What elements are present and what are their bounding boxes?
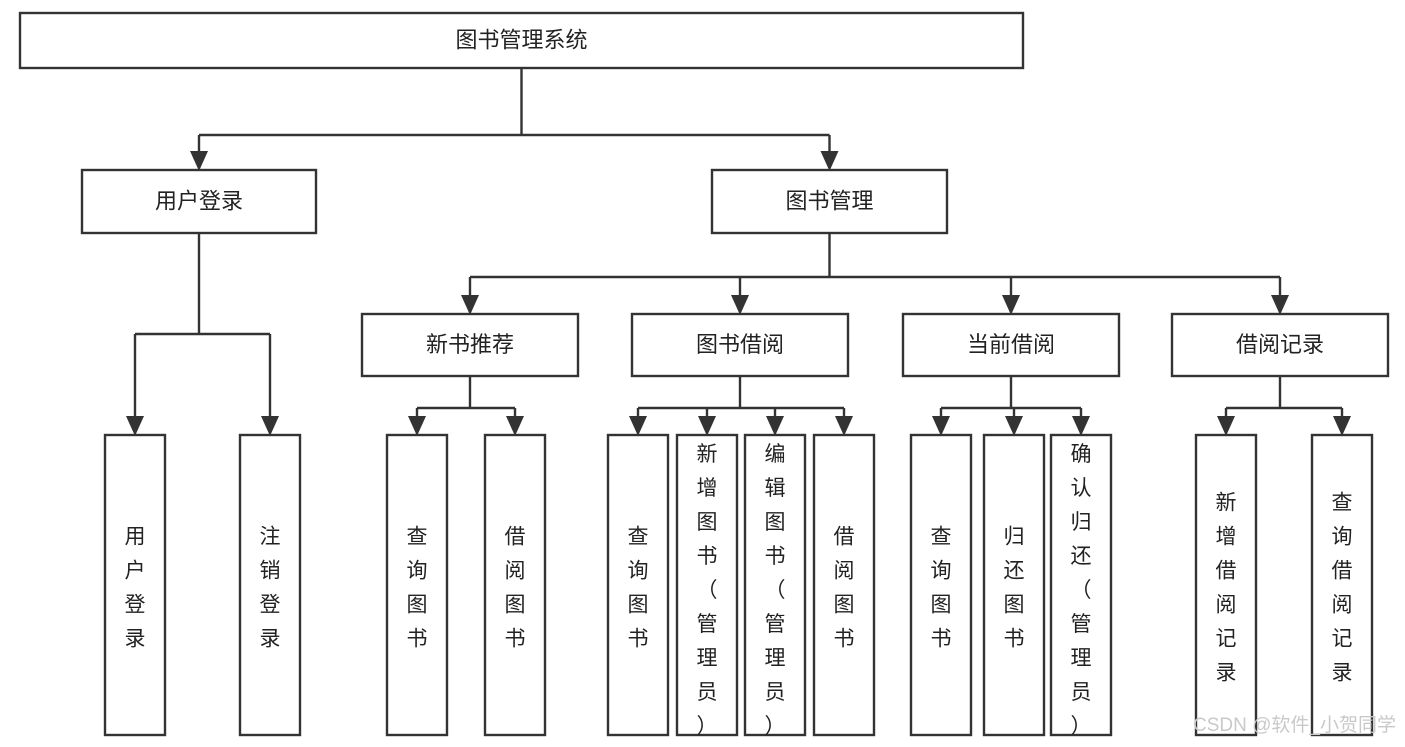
node-leaf-edit-book-box[interactable] [743,433,807,737]
node-current-borrow-box[interactable] [901,312,1121,378]
node-leaf-query-record-box[interactable] [1310,433,1374,737]
node-leaf-confirm-return-label: 确认归还（管理员） [1071,443,1092,738]
node-leaf-return-book-box[interactable] [982,433,1046,737]
arrow-head-icon [1005,416,1023,436]
node-leaf-borrow-book-1-box[interactable] [483,433,547,737]
node-leaf-borrow-book-1[interactable]: 借阅图书 [483,433,547,737]
node-leaf-add-record-box[interactable] [1194,433,1258,737]
arrow-head-icon [408,416,426,436]
node-leaf-query-book-3[interactable]: 查询图书 [909,433,973,737]
node-new-book-rec-box[interactable] [360,312,580,378]
node-leaf-edit-book-label: 编辑图书（管理员） [765,443,786,738]
node-leaf-add-book[interactable]: 新增图书（管理员） [675,433,739,738]
node-leaf-query-book-2-label: 查询图书 [628,526,649,651]
node-borrow-record-label: 借阅记录 [1236,332,1324,357]
node-leaf-confirm-return[interactable]: 确认归还（管理员） [1049,433,1113,738]
node-new-book-rec[interactable]: 新书推荐 [360,312,580,378]
arrow-head-icon [698,416,716,436]
node-new-book-rec-label: 新书推荐 [426,332,514,357]
edges-layer [126,68,1351,436]
arrow-head-icon [1217,416,1235,436]
arrow-head-icon [1072,416,1090,436]
node-leaf-add-record[interactable]: 新增借阅记录 [1194,433,1258,737]
arrow-head-icon [1002,295,1020,315]
node-leaf-query-book-1-label: 查询图书 [407,526,428,651]
node-root[interactable]: 图书管理系统 [18,11,1025,70]
node-user-login[interactable]: 用户登录 [80,168,318,235]
node-leaf-query-book-2[interactable]: 查询图书 [606,433,670,737]
node-user-login-box[interactable] [80,168,318,235]
node-leaf-user-login-label: 用户登录 [125,526,146,651]
node-leaf-query-book-2-box[interactable] [606,433,670,737]
node-leaf-query-record[interactable]: 查询借阅记录 [1310,433,1374,737]
node-book-borrow-box[interactable] [630,312,850,378]
arrow-head-icon [731,295,749,315]
node-leaf-return-book[interactable]: 归还图书 [982,433,1046,737]
node-book-borrow[interactable]: 图书借阅 [630,312,850,378]
node-book-manage[interactable]: 图书管理 [710,168,949,235]
watermark-label: CSDN @软件_小贺同学 [1193,714,1396,736]
arrow-head-icon [835,416,853,436]
node-book-borrow-label: 图书借阅 [696,332,784,357]
node-borrow-record-box[interactable] [1170,312,1390,378]
node-leaf-query-book-1[interactable]: 查询图书 [385,433,449,737]
arrow-head-icon [820,151,839,171]
node-leaf-edit-book[interactable]: 编辑图书（管理员） [743,433,807,738]
node-leaf-add-record-label: 新增借阅记录 [1216,492,1237,685]
node-leaf-return-book-label: 归还图书 [1004,526,1025,651]
arrow-head-icon [1271,295,1289,315]
node-root-box[interactable] [18,11,1025,70]
arrow-head-icon [932,416,950,436]
node-leaf-logout-label: 注销登录 [260,526,281,651]
node-leaf-query-book-1-box[interactable] [385,433,449,737]
node-borrow-record[interactable]: 借阅记录 [1170,312,1390,378]
arrow-head-icon [1333,416,1351,436]
node-leaf-query-book-3-label: 查询图书 [931,526,952,651]
arrow-head-icon [766,416,784,436]
node-current-borrow-label: 当前借阅 [967,332,1055,357]
nodes-layer: 图书管理系统用户登录图书管理新书推荐图书借阅当前借阅借阅记录用户登录注销登录查询… [18,11,1390,738]
node-leaf-user-login-box[interactable] [103,433,167,737]
node-book-manage-box[interactable] [710,168,949,235]
node-leaf-add-book-label: 新增图书（管理员） [697,443,718,738]
node-current-borrow[interactable]: 当前借阅 [901,312,1121,378]
node-leaf-borrow-book-2-box[interactable] [812,433,876,737]
node-root-label: 图书管理系统 [455,27,587,52]
arrow-head-icon [629,416,647,436]
arrow-head-icon [261,416,279,436]
node-user-login-label: 用户登录 [155,188,243,213]
arrow-head-icon [506,416,524,436]
arrow-head-icon [461,295,479,315]
node-leaf-logout[interactable]: 注销登录 [238,433,302,737]
node-book-manage-label: 图书管理 [785,188,873,213]
node-leaf-borrow-book-2-label: 借阅图书 [834,526,855,651]
node-leaf-query-book-3-box[interactable] [909,433,973,737]
node-leaf-confirm-return-box[interactable] [1049,433,1113,737]
node-leaf-query-record-label: 查询借阅记录 [1332,492,1353,685]
node-leaf-borrow-book-2[interactable]: 借阅图书 [812,433,876,737]
node-leaf-add-book-box[interactable] [675,433,739,737]
arrow-head-icon [126,416,144,436]
node-leaf-logout-box[interactable] [238,433,302,737]
node-leaf-borrow-book-1-label: 借阅图书 [505,526,526,651]
arrow-head-icon [190,151,208,171]
node-leaf-user-login[interactable]: 用户登录 [103,433,167,737]
